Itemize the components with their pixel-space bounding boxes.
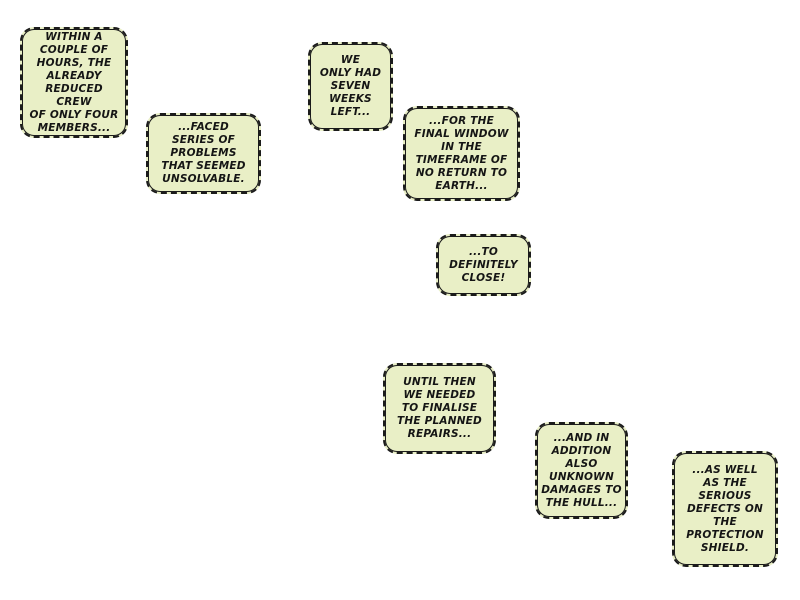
caption-box: WE ONLY HAD SEVEN WEEKS LEFT... [308,42,393,131]
caption-box: ...FOR THE FINAL WINDOW IN THE TIMEFRAME… [403,106,520,201]
caption-box: ...FACED SERIES OF PROBLEMS THAT SEEMED … [146,113,261,194]
caption-box: WITHIN A COUPLE OF HOURS, THE ALREADY RE… [20,27,128,138]
caption-box: ...TO DEFINITELY CLOSE! [436,234,531,296]
caption-box: ...AS WELL AS THE SERIOUS DEFECTS ON THE… [672,451,778,567]
caption-box: UNTIL THEN WE NEEDED TO FINALISE THE PLA… [383,363,496,454]
caption-box: ...AND IN ADDITION ALSO UNKNOWN DAMAGES … [535,422,628,519]
